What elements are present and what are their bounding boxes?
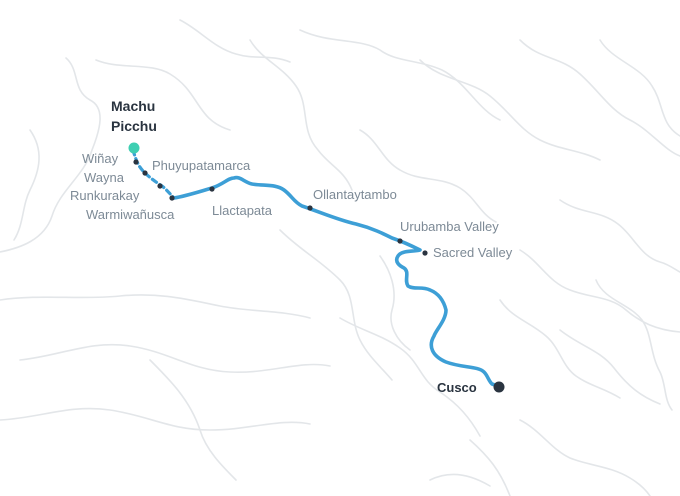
stop-dot-warmiwanusca[interactable] — [169, 195, 175, 201]
stop-dot-urubamba-valley[interactable] — [397, 238, 403, 244]
stop-dot-wayna[interactable] — [142, 170, 148, 176]
origin-marker[interactable] — [493, 381, 505, 393]
label-wayna: Wayna — [84, 170, 125, 185]
stops — [133, 159, 428, 256]
label-runkurakay: Runkurakay — [70, 188, 140, 203]
destination-marker[interactable] — [128, 142, 140, 154]
label-llactapata: Llactapata — [212, 203, 273, 218]
origin-label: Cusco — [437, 380, 477, 395]
stop-dot-sacred-valley[interactable] — [422, 250, 428, 256]
terrain-lines — [0, 19, 680, 496]
label-phuyupatamarca: Phuyupatamarca — [152, 158, 251, 173]
stop-dot-ollantaytambo[interactable] — [307, 205, 313, 211]
destination-label-line1: Machu — [111, 98, 155, 114]
label-warmiwanusca: Warmiwañusca — [86, 207, 175, 222]
label-sacred-valley: Sacred Valley — [433, 245, 513, 260]
destination-label-line2: Picchu — [111, 118, 157, 134]
stop-dot-phuyupatamarca[interactable] — [209, 186, 215, 192]
label-ollantaytambo: Ollantaytambo — [313, 187, 397, 202]
label-urubamba-valley: Urubamba Valley — [400, 219, 499, 234]
stop-dot-runkurakay[interactable] — [157, 183, 163, 189]
stop-dot-winay[interactable] — [133, 159, 139, 165]
label-winay: Wiñay — [82, 151, 119, 166]
route-main-segment — [172, 175, 500, 388]
